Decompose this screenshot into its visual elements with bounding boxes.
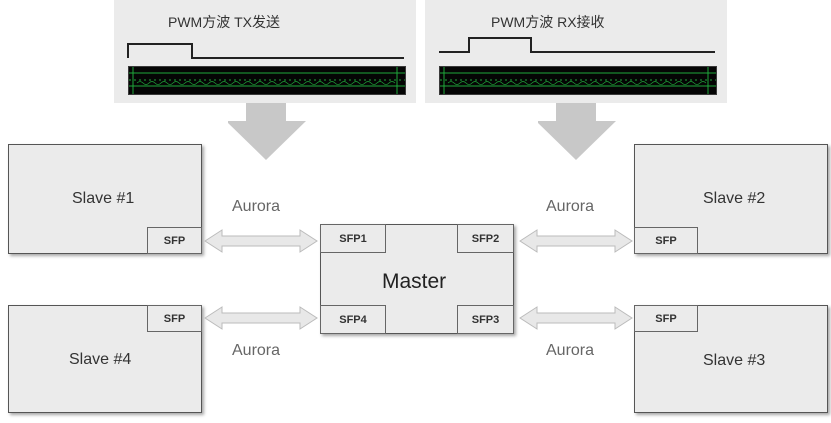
slave-3-box: SFP Slave #3 xyxy=(634,305,828,413)
master-sfp4-port: SFP4 xyxy=(320,305,386,334)
slave-4-sfp-port: SFP xyxy=(147,305,202,332)
link-arrow-slave4-master xyxy=(204,306,318,330)
slave-1-sfp-port: SFP xyxy=(147,227,202,254)
rx-logic-analyzer-view xyxy=(439,66,717,95)
tx-waveform-title: PWM方波 TX发送 xyxy=(168,14,280,30)
tx-waveform-panel: PWM方波 TX发送 xyxy=(114,0,416,103)
slave-4-label: Slave #4 xyxy=(69,351,132,368)
rx-waveform-panel: PWM方波 RX接收 xyxy=(425,0,727,103)
link-arrow-master-slave2 xyxy=(519,229,633,253)
rx-pwm-trace xyxy=(439,37,715,53)
slave-3-sfp-port: SFP xyxy=(634,305,698,332)
slave-2-label: Slave #2 xyxy=(703,190,766,207)
aurora-label-slave4: Aurora xyxy=(232,342,281,359)
master-label: Master xyxy=(382,270,447,293)
rx-scope-traces xyxy=(440,67,716,94)
link-arrow-master-slave3 xyxy=(519,306,633,330)
slave-1-label: Slave #1 xyxy=(72,190,135,207)
slave-3-label: Slave #3 xyxy=(703,352,766,369)
aurora-label-slave3: Aurora xyxy=(546,342,595,359)
slave-2-box: Slave #2 SFP xyxy=(634,144,828,254)
down-arrow-right xyxy=(538,103,616,160)
tx-pwm-trace xyxy=(127,43,404,59)
aurora-label-slave2: Aurora xyxy=(546,198,595,215)
slave-2-sfp-port: SFP xyxy=(634,227,698,254)
master-box: SFP1 SFP2 Master SFP4 SFP3 xyxy=(320,224,514,334)
rx-waveform-title: PWM方波 RX接收 xyxy=(491,14,605,30)
slave-4-box: SFP Slave #4 xyxy=(8,305,202,413)
link-arrow-slave1-master xyxy=(204,229,318,253)
aurora-label-slave1: Aurora xyxy=(232,198,281,215)
master-sfp3-port: SFP3 xyxy=(457,305,514,334)
slave-1-box: Slave #1 SFP xyxy=(8,144,202,254)
tx-logic-analyzer-view xyxy=(128,66,406,95)
master-sfp1-port: SFP1 xyxy=(320,224,386,253)
down-arrow-left xyxy=(228,103,306,160)
tx-scope-traces xyxy=(129,67,405,94)
master-sfp2-port: SFP2 xyxy=(457,224,514,253)
